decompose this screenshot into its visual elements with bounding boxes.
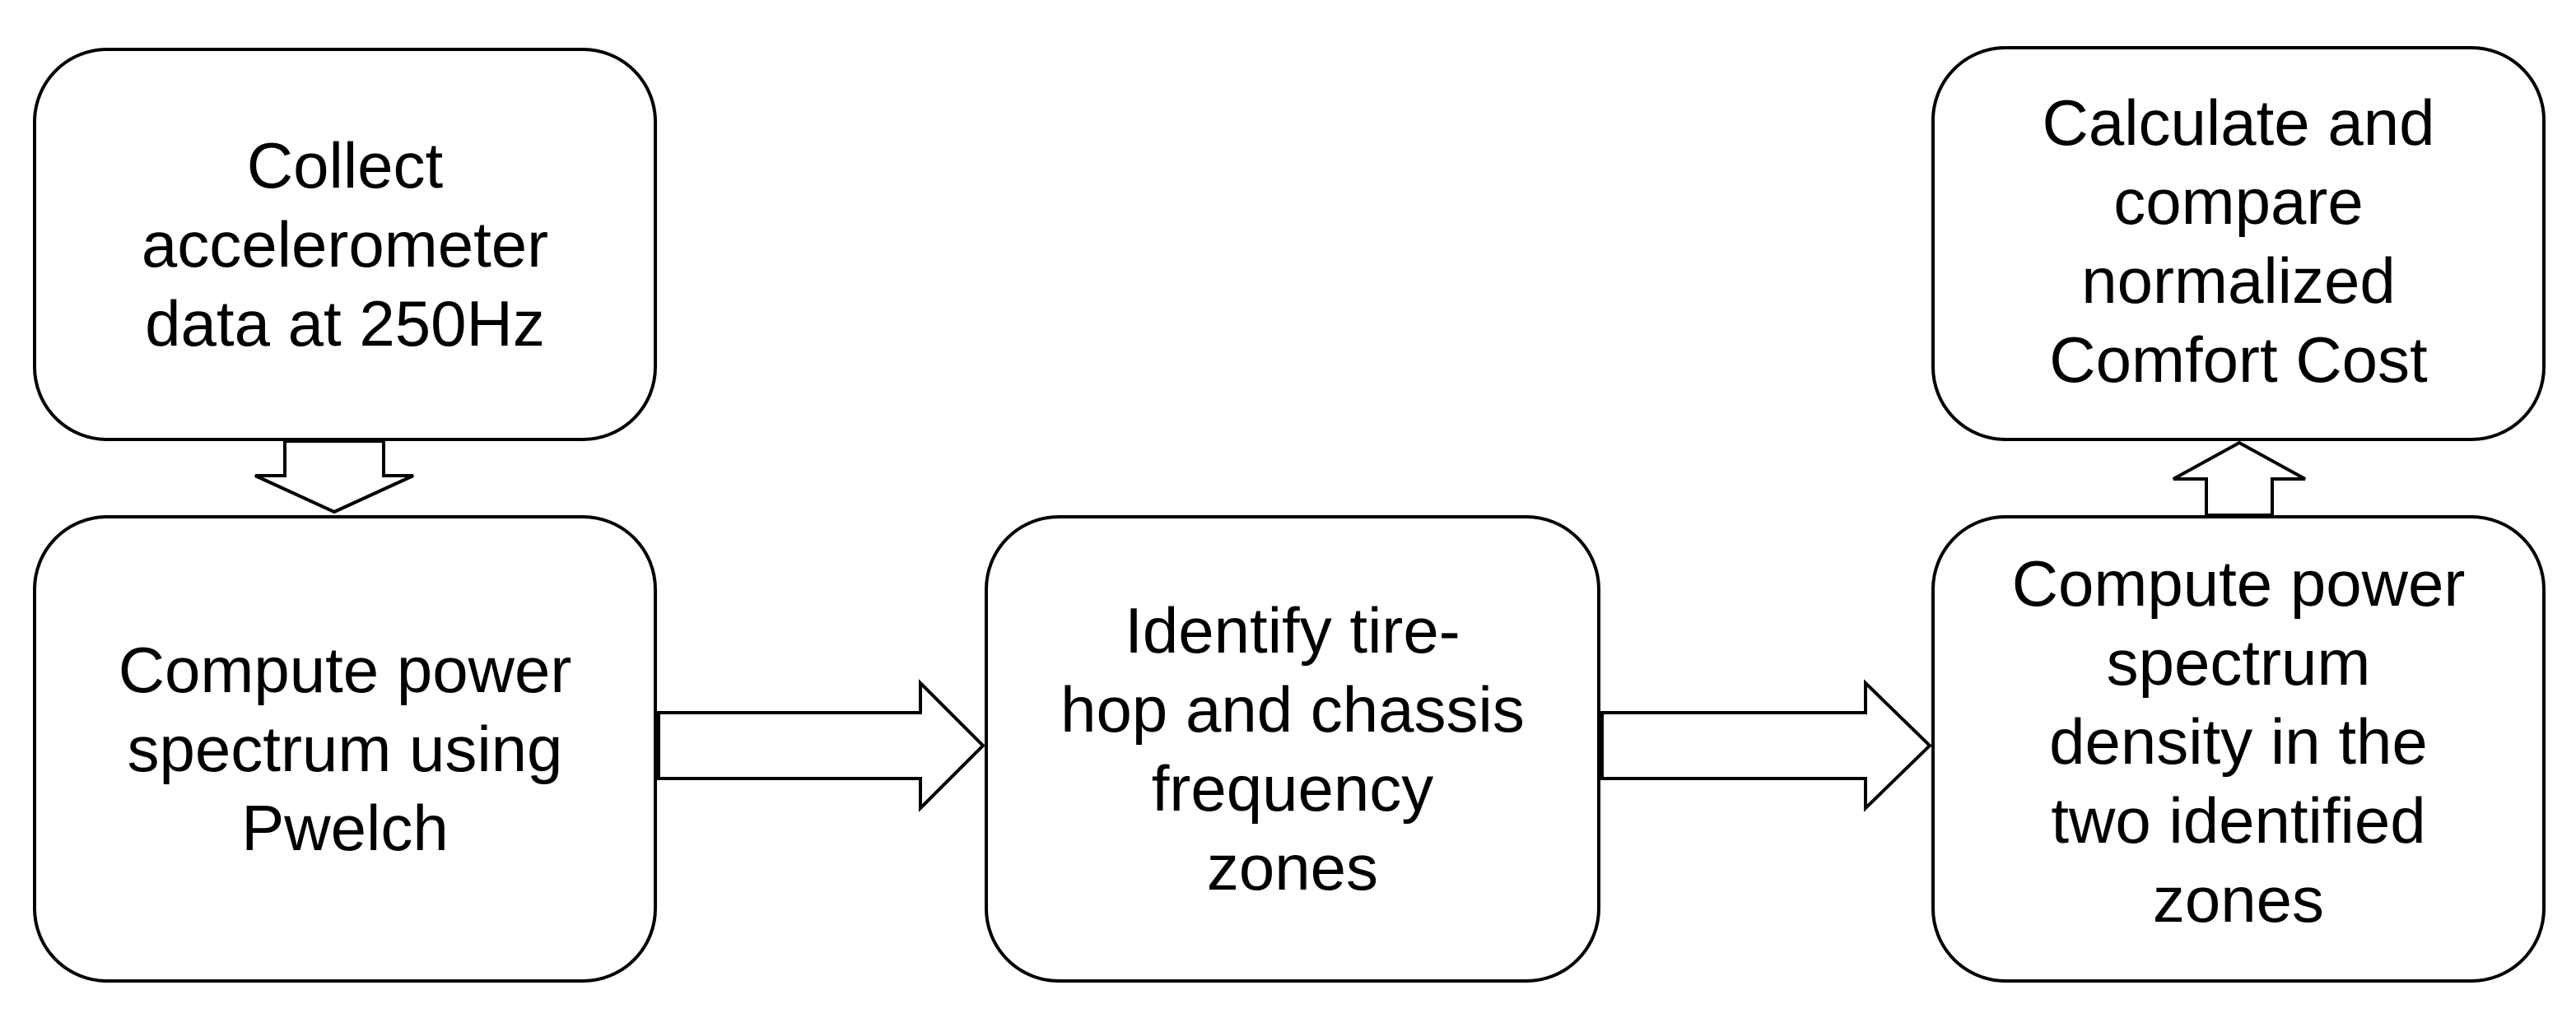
node-identify-zones: Identify tire- hop and chassis frequency…: [985, 515, 1600, 983]
node-compute-psd: Compute power spectrum density in the tw…: [1931, 515, 2546, 983]
node-comfort-cost: Calculate and compare normalized Comfort…: [1931, 46, 2546, 441]
arrow-pwelch-to-identify: [657, 679, 985, 812]
arrow-identify-to-psd: [1600, 679, 1932, 812]
node-compute-pwelch: Compute power spectrum using Pwelch: [33, 515, 657, 983]
node-identify-zones-label: Identify tire- hop and chassis frequency…: [1060, 594, 1525, 904]
node-compute-pwelch-label: Compute power spectrum using Pwelch: [118, 634, 572, 864]
node-collect-data: Collect accelerometer data at 250Hz: [33, 48, 657, 441]
node-comfort-cost-label: Calculate and compare normalized Comfort…: [2042, 86, 2435, 396]
arrow-collect-to-pwelch: [254, 439, 414, 514]
arrow-psd-to-calc: [2173, 440, 2306, 517]
node-compute-psd-label: Compute power spectrum density in the tw…: [2011, 547, 2466, 936]
node-collect-data-label: Collect accelerometer data at 250Hz: [141, 129, 549, 360]
